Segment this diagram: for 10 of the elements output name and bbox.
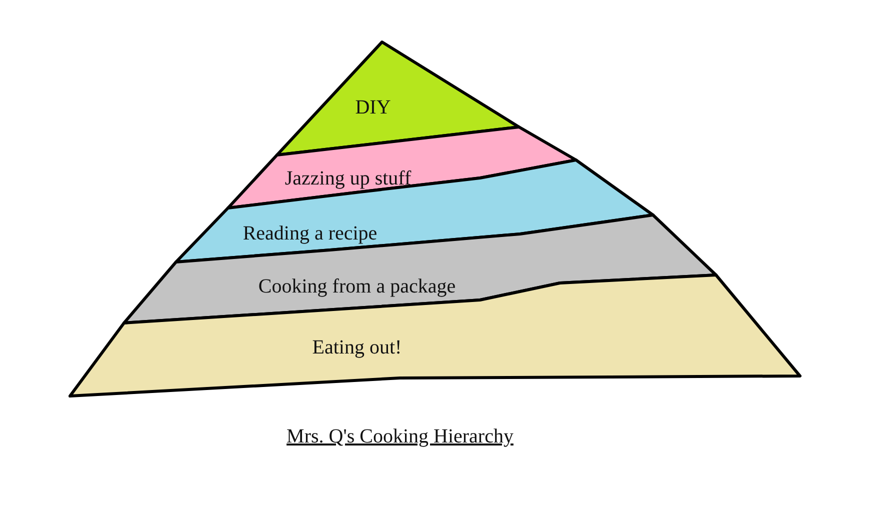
tier-label: Reading a recipe bbox=[242, 222, 378, 246]
pyramid-tier bbox=[124, 215, 716, 323]
tier-label: Eating out! bbox=[312, 336, 402, 360]
caption: Mrs. Q's Cooking Hierarchy bbox=[286, 426, 514, 448]
pyramid-tier bbox=[70, 275, 800, 396]
tier-label: Cooking from a package bbox=[258, 276, 456, 298]
pyramid-tier bbox=[277, 42, 519, 155]
pyramid-tier bbox=[176, 160, 653, 262]
tier-label: DIY bbox=[355, 96, 391, 120]
tier-label: Jazzing up stuff bbox=[284, 168, 412, 190]
